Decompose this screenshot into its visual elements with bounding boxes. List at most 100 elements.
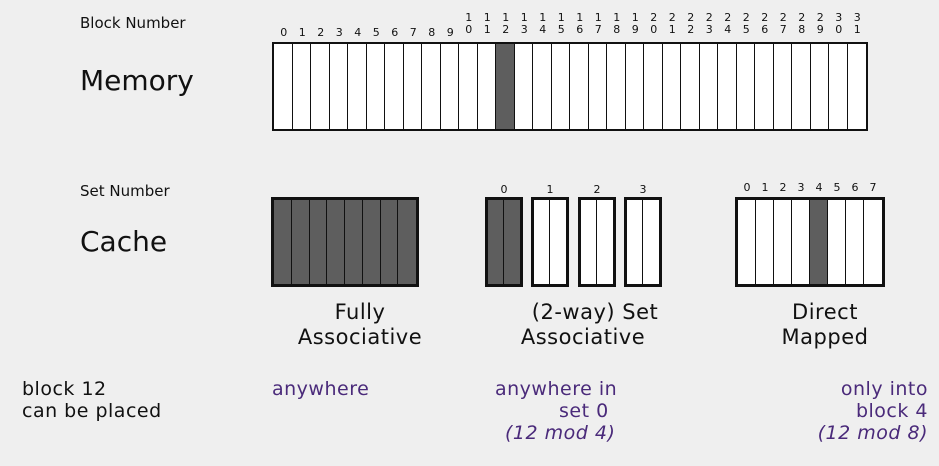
- block-number-tick: 5: [372, 26, 380, 39]
- block-cell: [291, 200, 310, 284]
- block-cell: [718, 44, 737, 129]
- block-number-tick: 1: [502, 11, 510, 24]
- block-cell: [699, 44, 718, 129]
- set-associative-placement: anywhere in set 0 (12 mod 4): [495, 378, 695, 444]
- row-label-line1: block 12: [22, 378, 107, 400]
- block-number-tick: 1: [557, 11, 565, 24]
- block-cell: [533, 44, 552, 129]
- block-cell: [504, 200, 520, 284]
- block-number-tick: 2: [705, 11, 713, 24]
- block-cell: [534, 200, 550, 284]
- memory-blocks: [272, 42, 868, 131]
- cache-set: [485, 197, 523, 287]
- direct-mapped-block-tick: 2: [779, 181, 787, 194]
- block-number-tick: 2: [650, 11, 658, 24]
- block-cell: [588, 44, 607, 129]
- block-cell: [488, 200, 504, 284]
- block-cell: [385, 44, 404, 129]
- direct-mapped-placement-line2: block 4: [855, 400, 928, 422]
- set-associative-caption-line1: (2-way) Set: [531, 300, 659, 324]
- block-number-tick: 2: [687, 11, 695, 24]
- direct-mapped-block-tick: 1: [761, 181, 769, 194]
- block-cell: [810, 200, 828, 284]
- block-number-tick: 2: [502, 23, 510, 36]
- block-number-tick: 2: [816, 11, 824, 24]
- block-cell: [738, 200, 756, 284]
- block-number-tick: 6: [761, 23, 769, 36]
- block-cell: [644, 44, 663, 129]
- fully-associative-caption-line1: Fully: [334, 300, 386, 324]
- block-number-tick: 2: [761, 11, 769, 24]
- fully-associative-cache: [271, 197, 419, 287]
- direct-mapped-block-tick: 7: [869, 181, 877, 194]
- block-cell: [773, 44, 792, 129]
- block-cell: [774, 200, 792, 284]
- memory-label: Memory: [80, 64, 194, 97]
- block-cell: [662, 44, 681, 129]
- block-number-tick: 6: [576, 23, 584, 36]
- block-number-tick: 3: [853, 11, 861, 24]
- block-cell: [847, 44, 866, 129]
- block-cell: [607, 44, 626, 129]
- block-number-tick: 9: [631, 23, 639, 36]
- block-number-tick: 0: [835, 23, 843, 36]
- block-number-tick: 1: [668, 23, 676, 36]
- block-cell: [756, 200, 774, 284]
- block-cell: [398, 200, 416, 284]
- block-cell: [627, 200, 643, 284]
- direct-mapped-block-tick: 3: [797, 181, 805, 194]
- block-cell: [422, 44, 441, 129]
- block-number-tick: 0: [280, 26, 288, 39]
- block-cell: [864, 200, 882, 284]
- block-number-tick: 1: [539, 11, 547, 24]
- direct-mapped-block-tick: 4: [815, 181, 823, 194]
- direct-mapped-caption: Direct Mapped: [735, 300, 915, 350]
- cache-set: [578, 197, 616, 287]
- block-number-tick: 4: [539, 23, 547, 36]
- block-cell: [311, 44, 330, 129]
- direct-mapped-placement-line3: (12 mod 8): [817, 422, 928, 444]
- cache-set: [531, 197, 569, 287]
- block-cell: [459, 44, 478, 129]
- block-number-tick: 2: [742, 11, 750, 24]
- cache-label: Cache: [80, 225, 168, 258]
- block-number-tick: 9: [816, 23, 824, 36]
- block-number-tick: 4: [724, 23, 732, 36]
- block-cell: [551, 44, 570, 129]
- block-number-tick: 1: [483, 23, 491, 36]
- set-number-tick: 2: [593, 183, 601, 196]
- fully-associative-caption-line2: Associative: [297, 325, 423, 349]
- block-number-tick: 1: [576, 11, 584, 24]
- block-number-tick: 4: [354, 26, 362, 39]
- row-label: block 12 can be placed: [22, 378, 162, 422]
- block-number-tick: 8: [613, 23, 621, 36]
- set-associative-caption-line2: Associative: [520, 325, 646, 349]
- block-cell: [597, 200, 613, 284]
- block-cell: [810, 44, 829, 129]
- block-cell: [440, 44, 459, 129]
- block-number-label: Block Number: [80, 14, 186, 32]
- block-number-tick: 7: [409, 26, 417, 39]
- block-cell: [792, 200, 810, 284]
- set-associative-caption: (2-way) Set Associative: [485, 300, 705, 350]
- block-number-tick: 2: [668, 11, 676, 24]
- block-cell: [274, 44, 293, 129]
- direct-mapped-cache: [735, 197, 885, 287]
- direct-mapped-block-tick: 0: [743, 181, 751, 194]
- row-label-line2: can be placed: [22, 400, 162, 422]
- block-number-tick: 0: [650, 23, 658, 36]
- block-number-tick: 5: [557, 23, 565, 36]
- block-cell: [496, 44, 515, 129]
- set-number-tick: 3: [639, 183, 647, 196]
- set-associative-placement-line3: (12 mod 4): [505, 422, 616, 444]
- block-number-tick: 8: [428, 26, 436, 39]
- direct-mapped-block-tick: 5: [833, 181, 841, 194]
- block-cell: [550, 200, 566, 284]
- block-number-tick: 3: [835, 11, 843, 24]
- block-number-tick: 7: [779, 23, 787, 36]
- set-number-label: Set Number: [80, 182, 170, 200]
- set-associative-placement-line2: set 0: [559, 400, 609, 422]
- block-number-tick: 2: [779, 11, 787, 24]
- block-number-tick: 9: [446, 26, 454, 39]
- block-number-tick: 1: [853, 23, 861, 36]
